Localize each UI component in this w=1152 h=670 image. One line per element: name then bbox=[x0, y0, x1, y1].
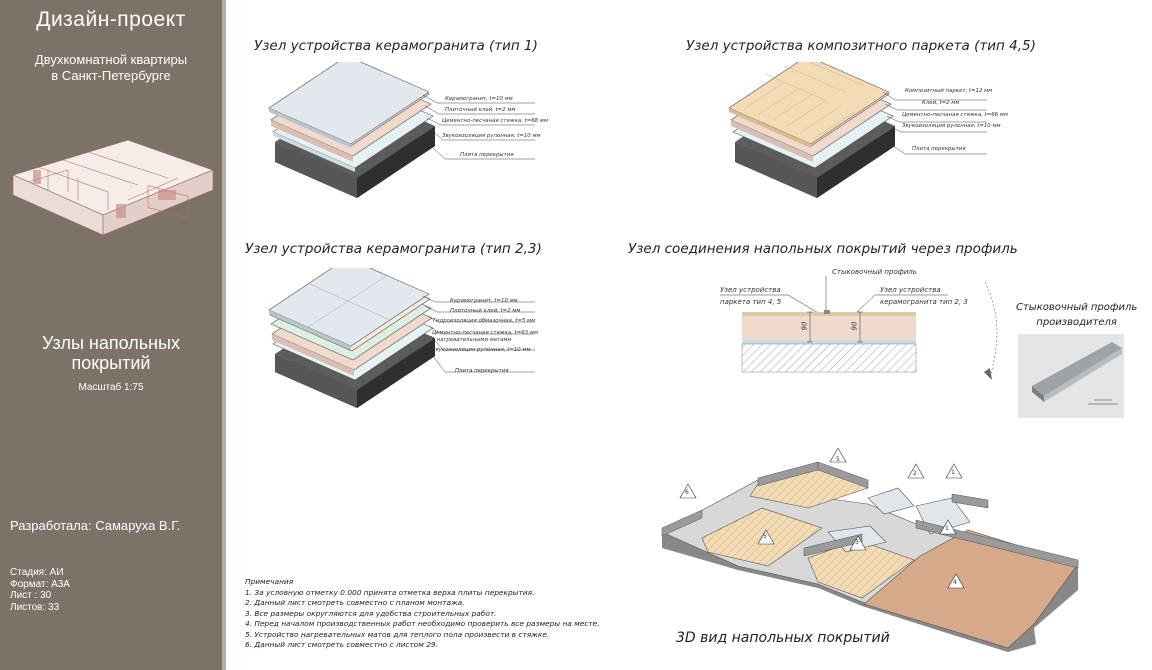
node2-title: Узел устройства композитного паркета (ти… bbox=[686, 38, 1036, 54]
node2-layer-label: Композитный паркет, t=12 мм bbox=[905, 88, 993, 94]
meta-stage: Стадия: АИ bbox=[10, 567, 64, 578]
section-title-line-1: Узлы напольных bbox=[42, 333, 180, 353]
sidebar-divider bbox=[222, 0, 226, 670]
node3-layer-label: с нагревательными матами bbox=[432, 337, 512, 343]
meta-sheets-total: Листов: 33 bbox=[10, 601, 60, 613]
sheet-meta: Стадия: АИ Формат: А3А Лист : 30 Листов:… bbox=[10, 567, 70, 613]
room-tag-1: 1 bbox=[945, 525, 949, 532]
room-tag-1-top: 1 bbox=[951, 469, 955, 476]
joint-section-drawing bbox=[720, 276, 998, 380]
room-tag-6: 6 bbox=[685, 489, 689, 496]
subtitle-line-1: Двухкомнатной квартиры bbox=[34, 52, 188, 67]
joint-right-label-1: Узел устройства bbox=[880, 286, 941, 294]
profile-photo bbox=[1018, 334, 1124, 418]
node1-layer-label: Плиточный клей, t=2 мм bbox=[445, 107, 516, 113]
node2-layer-label: Цементно-песчаная стяжка, t=66 мм bbox=[902, 112, 1008, 118]
scale-label: Масштаб 1:75 bbox=[78, 382, 144, 393]
profile-photo-caption-2: производителя bbox=[1036, 317, 1117, 328]
title-sidebar: Дизайн-проект Двухкомнатной квартиры в С… bbox=[0, 0, 226, 670]
node1-layer-label: Плита перекрытия bbox=[460, 152, 514, 158]
note-item: 4. Перед началом производственных работ … bbox=[245, 619, 600, 628]
meta-sheet: Лист : 30 bbox=[10, 590, 52, 601]
node1-title: Узел устройства керамогранита (тип 1) bbox=[254, 38, 538, 54]
subtitle-line-2: в Санкт-Петербурге bbox=[51, 68, 171, 83]
meta-format: Формат: А3А bbox=[10, 578, 70, 590]
apartment-model-thumbnail bbox=[11, 139, 215, 236]
node3-layer-label: Плиточный клей, t=2 мм bbox=[450, 308, 521, 314]
node2-layer-diagram bbox=[728, 62, 987, 198]
node1-layer-diagram bbox=[268, 62, 535, 198]
node1-layer-label: Цементно-песчаная стяжка, t=68 мм bbox=[442, 118, 548, 124]
node3-layer-label: Звукоизоляция рулонная, t=10 мм bbox=[432, 347, 531, 353]
node1-layer-label: Звукоизоляция рулонная, t=10 мм bbox=[442, 133, 541, 139]
node1-layer-label: Керамогранит, t=10 мм bbox=[445, 96, 513, 102]
joint-right-label-2: керамогранита тип 2, 3 bbox=[880, 298, 968, 306]
floor-3d-view bbox=[661, 448, 1079, 652]
node2-layer-label: Клей, t=2 мм bbox=[922, 100, 960, 106]
notes-heading: Примечания bbox=[245, 577, 294, 586]
node3-title: Узел устройства керамогранита (тип 2,3) bbox=[245, 241, 542, 257]
project-subtitle: Двухкомнатной квартиры в Санкт-Петербург… bbox=[0, 52, 222, 84]
room-tag-5-top: 5 bbox=[836, 456, 840, 463]
node2-layer-label: Плита перекрытия bbox=[912, 146, 966, 152]
joint-left-label-2: паркета тип 4, 5 bbox=[720, 298, 782, 306]
joint-left-label-1: Узел устройства bbox=[720, 286, 781, 294]
room-tag-2: 2 bbox=[913, 470, 917, 477]
section-title: Узлы напольных покрытий bbox=[0, 333, 222, 373]
room-tag-3: 3 bbox=[855, 539, 859, 546]
profile-photo-caption: Стыковочный профиль производителя bbox=[1016, 300, 1137, 330]
notes-block: Примечания 1. За условную отметку 0.000 … bbox=[245, 577, 600, 651]
node3-layer-label: Плита перекрытия bbox=[455, 368, 509, 374]
room-tag-4: 4 bbox=[953, 579, 957, 586]
joint-dim-left: 90 bbox=[800, 321, 809, 331]
note-item: 1. За условную отметку 0.000 принята отм… bbox=[245, 587, 535, 597]
note-item: 6. Данный лист смотреть совместно с лист… bbox=[245, 640, 438, 649]
note-item: 5. Устройство нагревательных матов для т… bbox=[245, 629, 550, 639]
node3-layer-label: Керамогранит, t=10 мм bbox=[450, 298, 518, 304]
section-title-line-2: покрытий bbox=[71, 353, 151, 373]
author-label: Разработала: Самаруха В.Г. bbox=[10, 518, 181, 533]
room-tag-5-left: 5 bbox=[763, 533, 767, 540]
joint-profile-label: Стыковочный профиль bbox=[832, 268, 917, 276]
joint-title: Узел соединения напольных покрытий через… bbox=[628, 241, 1018, 257]
node3-layer-label: Цементно-песчаная стяжка, t=63 мм bbox=[432, 330, 538, 336]
node2-layer-label: Звукоизоляция рулонная, t=10 мм bbox=[902, 123, 1001, 129]
node3-layer-label: Гидроизоляция обмазочная, t=5 мм bbox=[433, 318, 536, 324]
node3-layer-diagram bbox=[268, 268, 535, 408]
note-item: 3. Все размеры округляются для удобства … bbox=[245, 608, 497, 618]
profile-photo-caption-1: Стыковочный профиль bbox=[1016, 302, 1138, 313]
note-item: 2. Данный лист смотреть совместно с план… bbox=[245, 598, 465, 607]
view3d-title: 3D вид напольных покрытий bbox=[676, 630, 890, 646]
project-title: Дизайн-проект bbox=[36, 8, 186, 31]
joint-dim-right: 90 bbox=[850, 321, 859, 331]
